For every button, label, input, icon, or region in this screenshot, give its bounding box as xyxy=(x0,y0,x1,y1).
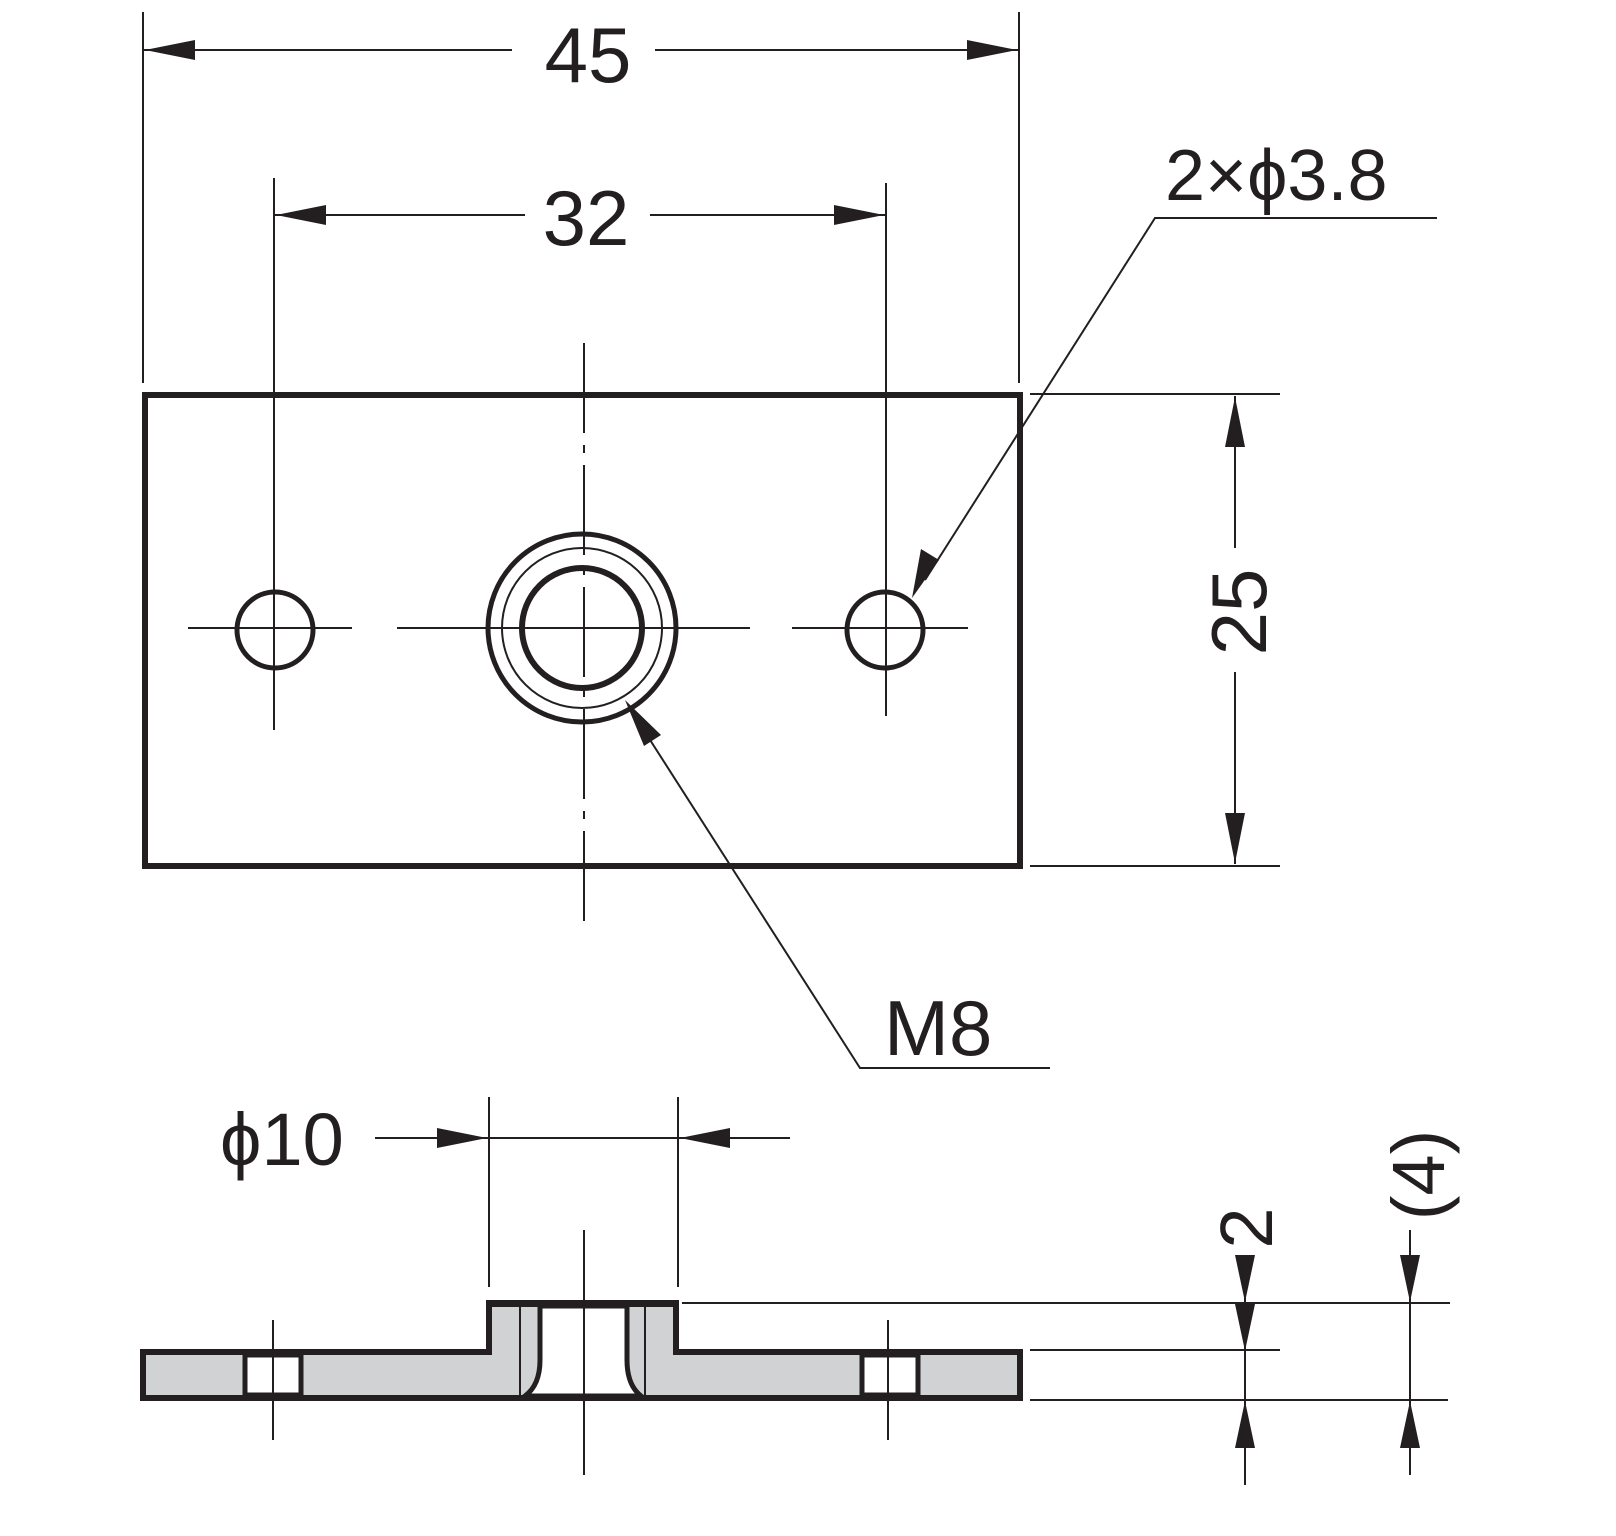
arrowhead xyxy=(1400,1255,1420,1302)
holes-callout-label: 2×ϕ3.8 xyxy=(1165,136,1388,216)
plate-outline xyxy=(142,392,1023,869)
arrowhead xyxy=(912,549,939,598)
arrowhead xyxy=(1225,813,1245,863)
arrowhead xyxy=(1235,1304,1255,1351)
thread-callout-label: M8 xyxy=(884,984,992,1072)
arrowhead xyxy=(1235,1255,1255,1302)
dim-phi10-label: ϕ10 xyxy=(220,1098,344,1181)
holes-leader xyxy=(924,217,1437,581)
dim-2-label: 2 xyxy=(1205,1207,1288,1248)
thread-major xyxy=(501,547,663,709)
dim-45-label: 45 xyxy=(545,11,632,99)
arrowhead xyxy=(276,205,326,225)
arrowhead xyxy=(625,700,661,746)
arrowhead xyxy=(1225,397,1245,447)
thread-bore xyxy=(519,565,645,691)
arrowhead xyxy=(967,40,1017,60)
arrowhead xyxy=(437,1128,487,1148)
dim-4-label: (4) xyxy=(1377,1130,1460,1220)
arrowhead xyxy=(680,1128,730,1148)
arrowhead xyxy=(145,40,195,60)
dim-25-label: 25 xyxy=(1195,569,1283,656)
arrowhead xyxy=(1400,1401,1420,1448)
top-view: 45 32 2×ϕ3.8 25 M8 xyxy=(142,11,1437,1072)
arrowhead xyxy=(1235,1401,1255,1448)
boss-outer xyxy=(485,531,679,725)
thread-leader xyxy=(635,717,1050,1069)
arrowhead xyxy=(834,205,884,225)
dim-32-label: 32 xyxy=(543,174,630,262)
section-hole-right xyxy=(859,1352,921,1398)
section-view: ϕ10 2 (4) xyxy=(140,1097,1460,1485)
